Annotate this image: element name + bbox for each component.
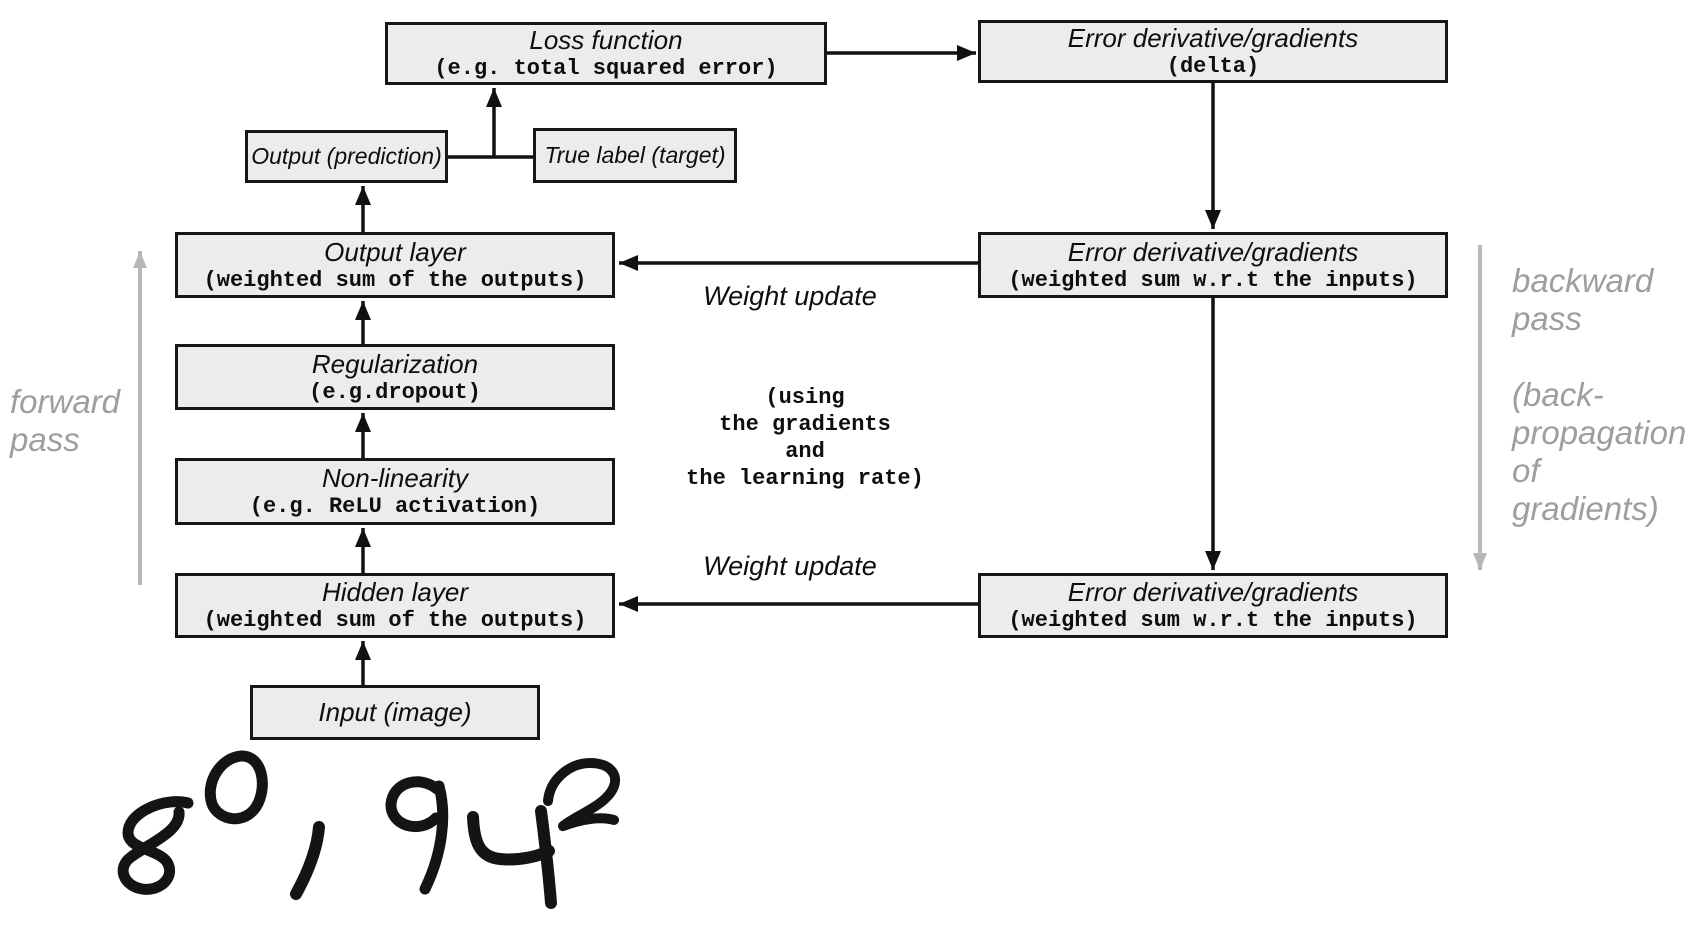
node-regularization-subtitle: (e.g.dropout) bbox=[309, 379, 481, 405]
node-non-linearity-subtitle: (e.g. ReLU activation) bbox=[249, 494, 541, 519]
backward-pass-label: backward pass (back- propagation of grad… bbox=[1512, 262, 1687, 527]
node-non-linearity: Non-linearity (e.g. ReLU activation) bbox=[175, 458, 615, 525]
node-error-grad-output: Error derivative/gradients (weighted sum… bbox=[978, 232, 1448, 298]
forward-pass-label: forward pass bbox=[10, 383, 121, 458]
node-hidden-layer: Hidden layer (weighted sum of the output… bbox=[175, 573, 615, 638]
node-loss-function: Loss function (e.g. total squared error) bbox=[385, 22, 827, 85]
node-input-image-title: Input (image) bbox=[318, 697, 472, 727]
node-output-prediction: Output (prediction) bbox=[245, 130, 448, 183]
node-error-grad-hidden-title: Error derivative/gradients bbox=[1067, 577, 1359, 607]
node-output-layer: Output layer (weighted sum of the output… bbox=[175, 232, 615, 298]
node-input-image: Input (image) bbox=[250, 685, 540, 740]
weight-update-label-output: Weight update bbox=[703, 281, 877, 311]
node-true-label: True label (target) bbox=[533, 128, 737, 183]
digit-8 bbox=[117, 796, 194, 895]
node-error-delta: Error derivative/gradients (delta) bbox=[978, 20, 1448, 83]
node-error-grad-output-subtitle: (weighted sum w.r.t the inputs) bbox=[1008, 267, 1418, 293]
node-non-linearity-title: Non-linearity bbox=[322, 463, 468, 493]
comma bbox=[290, 821, 325, 900]
gradient-note: (using the gradients and the learning ra… bbox=[686, 385, 924, 491]
node-output-layer-subtitle: (weighted sum of the outputs) bbox=[203, 267, 587, 293]
node-regularization: Regularization (e.g.dropout) bbox=[175, 344, 615, 410]
node-error-grad-hidden: Error derivative/gradients (weighted sum… bbox=[978, 573, 1448, 638]
node-hidden-layer-subtitle: (weighted sum of the outputs) bbox=[203, 608, 587, 633]
node-true-label-title: True label (target) bbox=[544, 142, 726, 168]
node-hidden-layer-title: Hidden layer bbox=[322, 577, 468, 607]
digit-2 bbox=[543, 758, 621, 831]
digit-9 bbox=[385, 776, 449, 895]
node-error-grad-hidden-subtitle: (weighted sum w.r.t the inputs) bbox=[1008, 608, 1418, 633]
handwritten-digits bbox=[117, 750, 621, 909]
node-error-delta-title: Error derivative/gradients bbox=[1067, 23, 1359, 53]
digit-4 bbox=[467, 805, 557, 909]
node-error-delta-subtitle: (delta) bbox=[1166, 54, 1260, 79]
node-regularization-title: Regularization bbox=[311, 348, 479, 379]
node-error-grad-output-title: Error derivative/gradients bbox=[1067, 236, 1359, 267]
node-output-prediction-title: Output (prediction) bbox=[251, 143, 442, 169]
node-loss-function-title: Loss function bbox=[529, 25, 683, 55]
node-loss-function-subtitle: (e.g. total squared error) bbox=[434, 56, 778, 81]
digit-0 bbox=[204, 750, 268, 825]
node-output-layer-title: Output layer bbox=[324, 236, 466, 267]
weight-update-label-hidden: Weight update bbox=[703, 551, 877, 581]
